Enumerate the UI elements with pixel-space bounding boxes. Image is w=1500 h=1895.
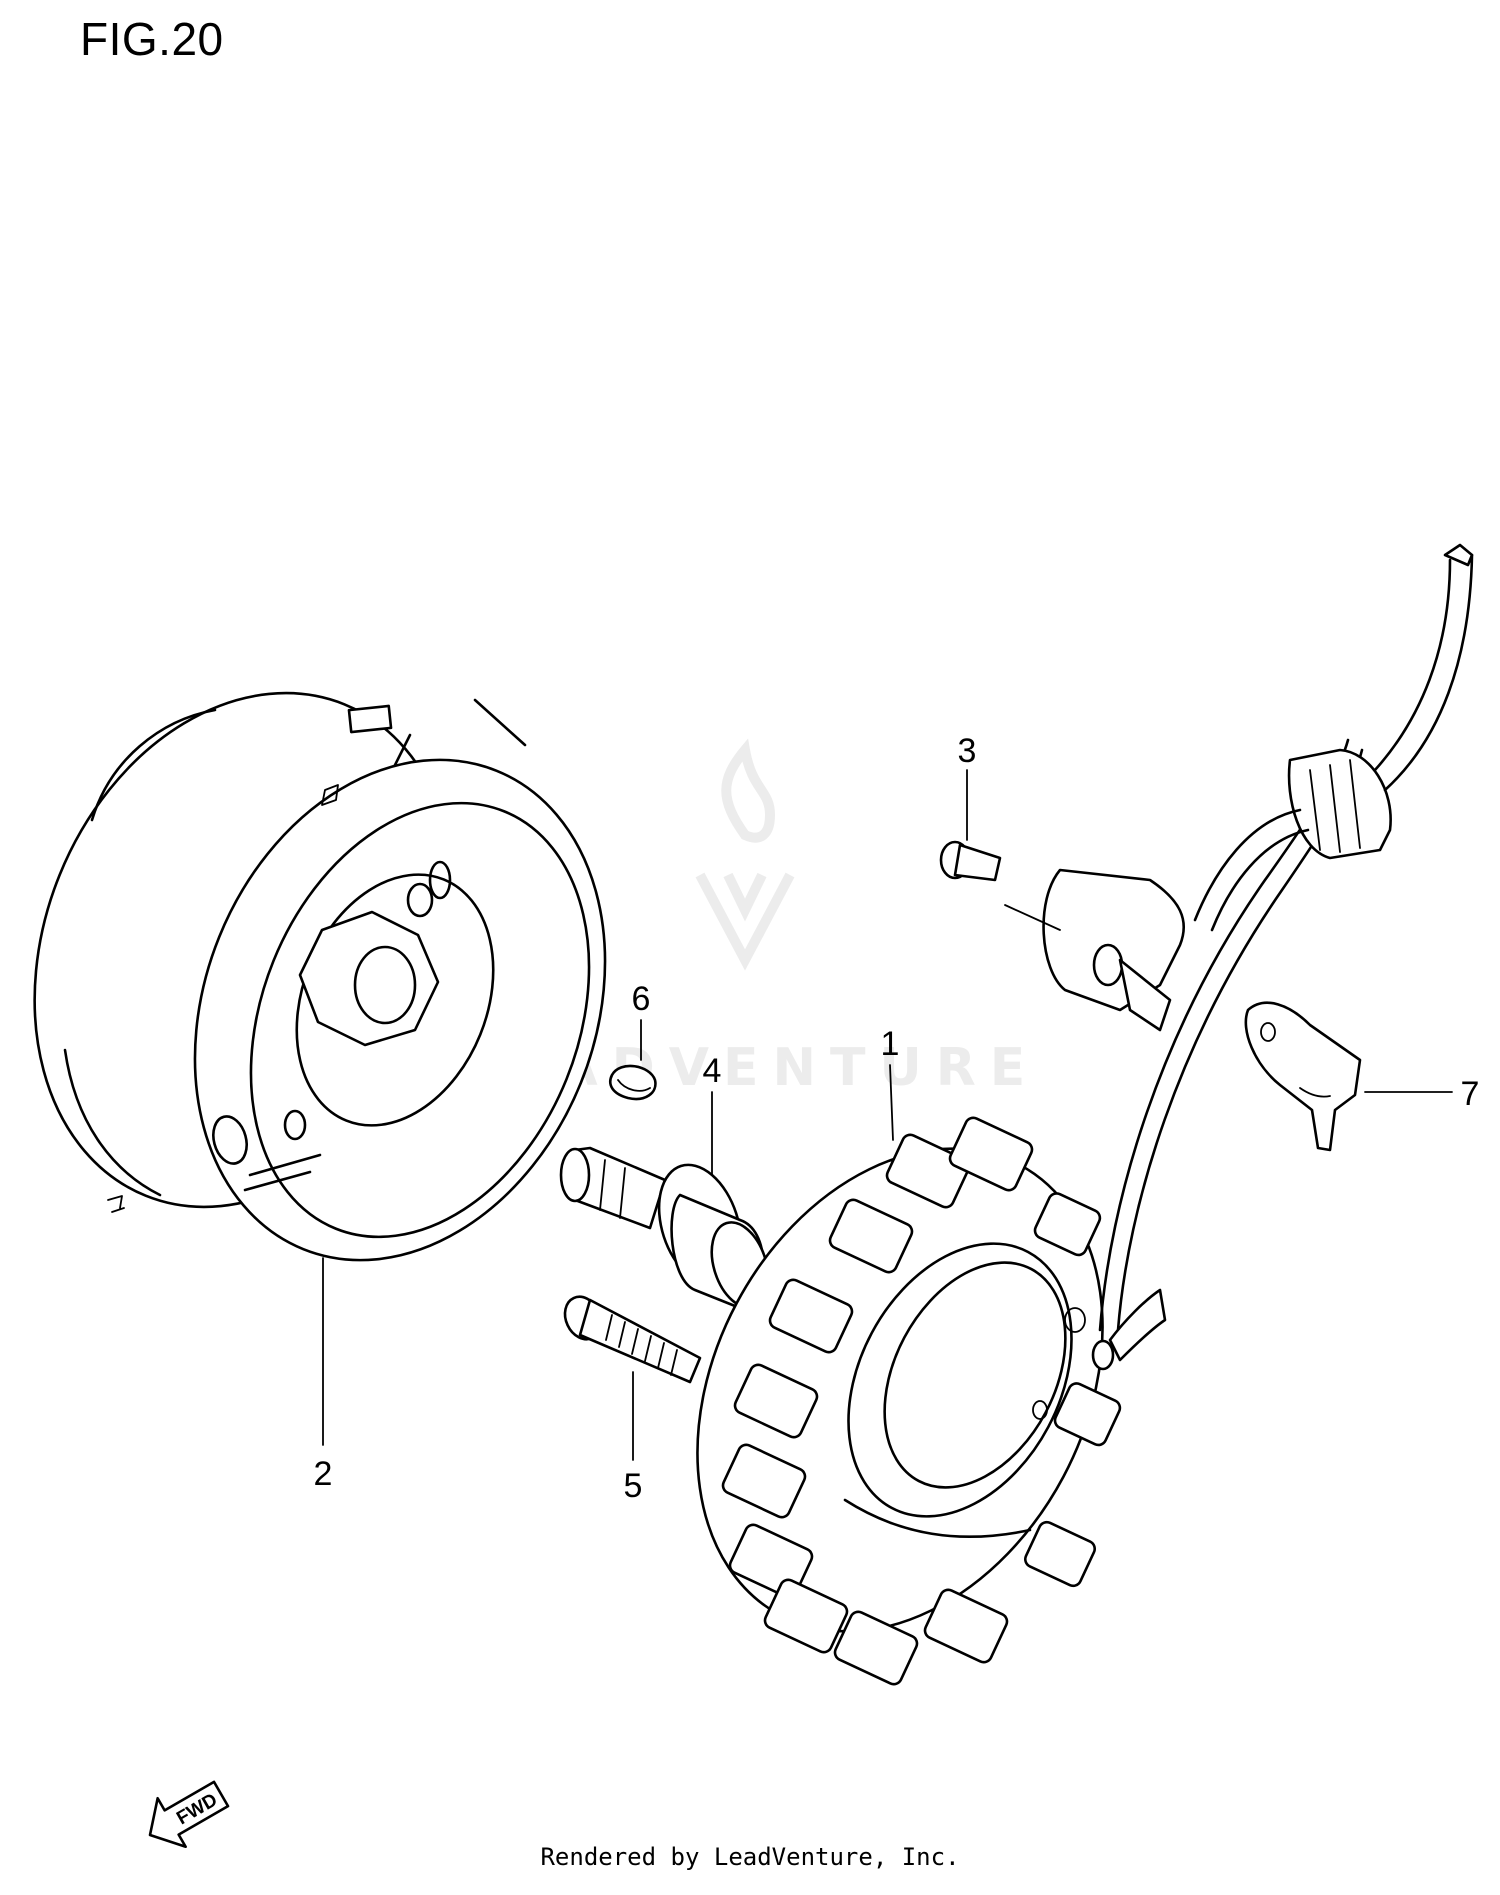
leader-lines [322, 769, 1453, 1461]
part-7-clamp [1244, 1001, 1362, 1152]
callout-1: 1 [881, 1025, 900, 1063]
leader-line-1 [889, 1064, 894, 1141]
watermark-logo-icon [695, 738, 795, 971]
part-3-screw [939, 840, 1002, 882]
callout-4: 4 [703, 1052, 722, 1090]
fwd-arrow-icon [148, 1780, 230, 1849]
part-2-rotor [33, 691, 607, 1262]
callout-7: 7 [1461, 1075, 1480, 1113]
part-6-key [608, 1064, 657, 1101]
pickup-coil [1042, 868, 1185, 1032]
part-1-stator [696, 1116, 1122, 1686]
part-4-rotor-bolt [559, 1146, 770, 1312]
callout-2: 2 [314, 1455, 333, 1493]
wiring-harness [1091, 543, 1474, 1371]
leader-line-3b [1004, 904, 1061, 931]
part-5-bolt [563, 1295, 702, 1384]
callout-5: 5 [624, 1467, 643, 1505]
callouts: 1 2 3 4 5 6 7 [314, 732, 1480, 1505]
figure-title: FIG.20 [80, 13, 224, 65]
callout-6: 6 [632, 980, 651, 1018]
footer-credit: Rendered by LeadVenture, Inc. [540, 1843, 960, 1871]
callout-3: 3 [958, 732, 977, 770]
